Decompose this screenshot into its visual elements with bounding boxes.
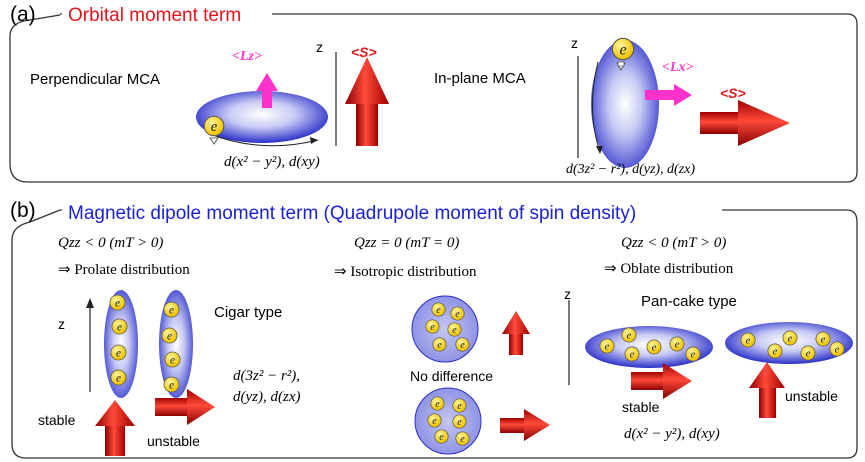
- up-arrow-iso-shaft: [509, 333, 523, 355]
- no-difference-label: No difference: [410, 368, 494, 384]
- panel-a-title: Orbital moment term: [68, 5, 242, 26]
- electron-icon: [455, 431, 470, 446]
- electron-icon: [800, 345, 816, 361]
- stable-arrow-b1-shaft: [105, 424, 125, 456]
- electron-icon: [782, 330, 798, 346]
- z-axis-label-a2: z: [571, 35, 578, 51]
- formula-perp: d(x² − y²), d(xy): [224, 154, 320, 170]
- z-axis-label-a1: z: [316, 39, 323, 55]
- electron-icon: [161, 327, 178, 344]
- s-arrow-a1-head: [345, 57, 389, 104]
- stable-arrow-b2-shaft: [631, 372, 665, 390]
- lz-arrow-shaft: [262, 90, 272, 108]
- col1-equation: Qzz < 0 (mT > 0): [58, 235, 164, 251]
- lz-arrow-head: [256, 73, 278, 91]
- s-label-a2: <S>: [720, 85, 746, 101]
- unstable-arrow-b2-head: [749, 362, 785, 388]
- rotation-arrow-perp: [209, 133, 319, 147]
- col1-distribution: ⇒ Prolate distribution: [58, 262, 190, 278]
- inplane-mca-label: In-plane MCA: [434, 70, 526, 87]
- electron-icon: [163, 376, 180, 393]
- unstable-label-b2: unstable: [785, 388, 838, 404]
- stable-label-b2: stable: [622, 399, 660, 415]
- electron-icon: [621, 327, 637, 343]
- perp-mca-label: Perpendicular MCA: [30, 71, 161, 88]
- cigar-type-label: Cigar type: [214, 304, 283, 321]
- lx-arrow-head: [674, 84, 692, 106]
- z-axis-label-b1: z: [58, 316, 65, 332]
- panel-b-label: (b): [10, 199, 36, 222]
- electron-icon: [110, 344, 127, 361]
- electron-icon: [432, 337, 447, 352]
- col2-equation: Qzz = 0 (mT = 0): [354, 235, 460, 251]
- stable-label-b1: stable: [38, 412, 76, 428]
- electron-icon: [767, 343, 783, 359]
- s-label-a1: <S>: [351, 44, 377, 60]
- electron-icon: [425, 319, 440, 334]
- sphere-orbital-2: [414, 387, 482, 455]
- electron-icon: [434, 429, 449, 444]
- electron-icon: [110, 369, 127, 386]
- lz-label: <Lz>: [232, 49, 262, 64]
- panel-a-frame: [9, 13, 858, 183]
- electron-icon: [111, 318, 128, 335]
- lx-label: <Lx>: [662, 60, 694, 75]
- electron-icon: [447, 322, 462, 337]
- pancake-type-label: Pan-cake type: [641, 293, 737, 310]
- unstable-arrow-b2-shaft: [759, 386, 776, 418]
- electron-icon: [427, 413, 442, 428]
- sphere-orbital-1: [411, 295, 479, 363]
- electron-icon: [164, 351, 181, 368]
- electron-icon: [452, 414, 467, 429]
- unstable-arrow-b1-head: [187, 389, 215, 425]
- electron-icon: [431, 302, 446, 317]
- electron-icon: [203, 115, 225, 137]
- disk-orbital-perp: [196, 91, 328, 143]
- electron-icon: [624, 346, 640, 362]
- formula-cigar-line2: d(yz), d(zx): [233, 389, 301, 405]
- electron-icon: [163, 301, 180, 318]
- panel-b-title: Magnetic dipole moment term (Quadrupole …: [68, 203, 637, 224]
- electron-icon: [669, 336, 685, 352]
- electron-icon: [455, 337, 470, 352]
- cigar-orbital-1: [104, 290, 138, 398]
- cigar-orbital-2: [159, 290, 193, 398]
- electron-icon: [611, 37, 635, 61]
- electron-icon: [646, 339, 662, 355]
- right-arrow-iso-head: [524, 409, 550, 441]
- stable-arrow-b2-head: [663, 363, 692, 399]
- unstable-arrow-b1-shaft: [155, 398, 189, 416]
- electron-icon: [815, 331, 831, 347]
- z-axis-label-b2: z: [564, 286, 571, 302]
- formula-cigar-line1: d(3z² − r²),: [233, 368, 301, 384]
- vertical-orbital: [591, 40, 659, 168]
- s-arrow-a1-shaft: [356, 102, 378, 146]
- col2-distribution: ⇒ Isotropic distribution: [334, 264, 477, 280]
- up-arrow-iso-head: [502, 311, 530, 334]
- electron-icon: [450, 306, 465, 321]
- right-arrow-iso-shaft: [500, 418, 526, 433]
- panel-a-label: (a): [10, 3, 36, 26]
- col3-distribution: ⇒ Oblate distribution: [604, 261, 734, 277]
- lx-arrow-shaft: [645, 90, 675, 100]
- electron-icon: [829, 341, 845, 357]
- rotation-arrow-inplane: [592, 61, 601, 153]
- electron-icon: [685, 346, 701, 362]
- electron-icon: [430, 396, 445, 411]
- electron-icon: [599, 338, 615, 354]
- electron-icon: [740, 332, 756, 348]
- electron-icon: [452, 398, 467, 413]
- stable-arrow-b1-head: [95, 400, 135, 426]
- formula-inplane: d(3z² − r²), d(yz), d(zx): [566, 162, 696, 177]
- formula-pancake: d(x² − y²), d(xy): [624, 426, 720, 442]
- electron-icon: [109, 294, 126, 311]
- s-arrow-a2-shaft: [700, 112, 740, 134]
- col3-equation: Qzz < 0 (mT > 0): [621, 235, 727, 251]
- unstable-label-b1: unstable: [147, 433, 200, 449]
- panel-b-frame: [11, 209, 858, 459]
- s-arrow-a2-head: [738, 100, 790, 146]
